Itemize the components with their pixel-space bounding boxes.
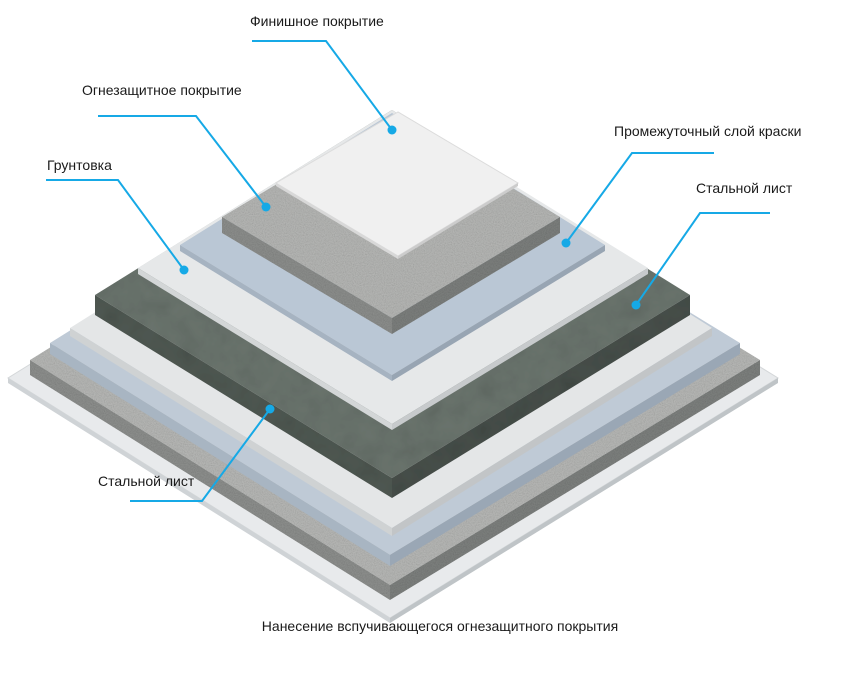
- leader-intermediate: [565, 152, 714, 244]
- leader-fire: [98, 115, 267, 208]
- label-fire: Огнезащитное покрытие: [82, 82, 242, 98]
- leader-steel-right: [635, 212, 770, 306]
- leader-lines: [46, 40, 770, 502]
- label-primer: Грунтовка: [47, 157, 112, 173]
- label-steel-right: Стальной лист: [696, 180, 793, 196]
- leader-dots: [179, 125, 641, 414]
- label-intermediate: Промежуточный слой краски: [614, 123, 802, 139]
- dot-fire: [261, 202, 271, 212]
- label-steel-left: Стальной лист: [98, 473, 195, 489]
- dot-steel-right: [631, 300, 641, 310]
- dot-finish: [387, 125, 397, 135]
- leader-primer: [46, 179, 185, 271]
- label-finish: Финишное покрытие: [250, 13, 384, 29]
- dot-intermediate: [561, 238, 571, 248]
- dot-steel-left: [265, 404, 275, 414]
- dot-primer: [179, 265, 189, 275]
- leader-finish: [252, 40, 393, 131]
- diagram-caption: Нанесение вспучивающегося огнезащитного …: [261, 618, 619, 634]
- finish-layer: [275, 111, 519, 259]
- leader-steel-left: [130, 408, 271, 502]
